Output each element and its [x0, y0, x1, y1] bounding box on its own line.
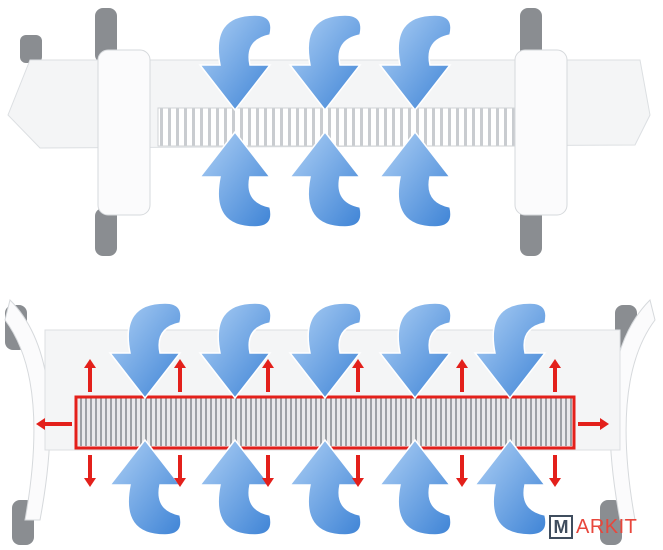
heat-arrowhead: [174, 359, 186, 368]
logo-initial: M: [549, 515, 573, 539]
heat-arrowhead: [549, 478, 561, 487]
airflow-in-arrow: [378, 14, 452, 112]
markit-logo: M ARKIT: [549, 515, 637, 539]
heater-grille: [157, 107, 516, 147]
airflow-in-arrow: [198, 302, 272, 400]
airflow-out-arrow: [288, 438, 362, 536]
side-bracket: [97, 49, 151, 216]
heat-arrowhead: [352, 478, 364, 487]
airflow-in-arrow: [378, 302, 452, 400]
wheel: [600, 500, 622, 545]
heater-grille: [78, 398, 572, 446]
heat-arrowhead: [600, 418, 609, 430]
side-bracket: [514, 49, 568, 216]
heat-arrowhead: [84, 478, 96, 487]
heat-arrowhead: [352, 359, 364, 368]
heat-arrowhead: [36, 418, 45, 430]
airflow-in-arrow: [288, 14, 362, 112]
wheel: [95, 8, 117, 63]
heat-arrowhead: [549, 359, 561, 368]
airflow-in-arrow: [288, 302, 362, 400]
side-bracket: [4, 299, 51, 521]
heat-arrowhead: [262, 478, 274, 487]
airflow-in-arrow: [108, 302, 182, 400]
heat-arrowhead: [456, 478, 468, 487]
airflow-out-arrow: [378, 438, 452, 536]
wheel: [95, 208, 117, 256]
airflow-out-arrow: [198, 130, 272, 228]
airflow-in-arrow: [473, 302, 547, 400]
airflow-out-arrow: [198, 438, 272, 536]
airflow-in-arrow: [198, 14, 272, 112]
heat-arrowhead: [262, 359, 274, 368]
airflow-out-arrow: [108, 438, 182, 536]
heat-arrowhead: [174, 478, 186, 487]
side-bracket: [609, 299, 656, 521]
wheel: [520, 208, 542, 256]
logo-text: ARKIT: [576, 515, 638, 538]
wheel: [20, 35, 42, 63]
wheel: [520, 8, 542, 63]
heat-arrowhead: [456, 359, 468, 368]
airflow-out-arrow: [378, 130, 452, 228]
airflow-out-arrow: [288, 130, 362, 228]
airflow-out-arrow: [473, 438, 547, 536]
heat-arrowhead: [84, 359, 96, 368]
